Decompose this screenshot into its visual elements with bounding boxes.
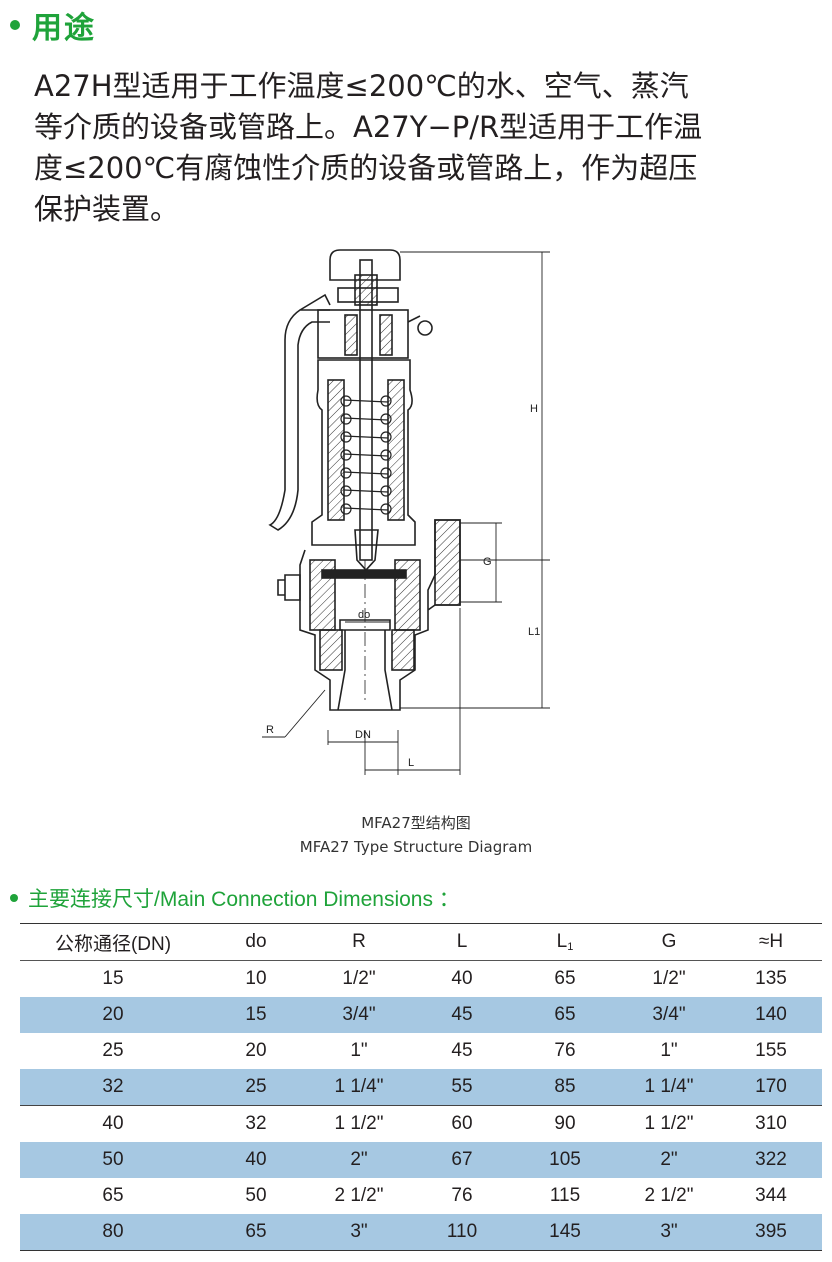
label-L: L [408,757,414,769]
cell-r: 1 1/4" [306,1069,412,1106]
header-r: R [352,931,366,952]
cell-l: 45 [412,997,512,1033]
label-G: G [483,556,492,568]
cell-h: 322 [720,1142,822,1178]
table-row: 65 50 2 1/2" 76 115 2 1/2" 344 [20,1178,822,1214]
cell-r: 3/4" [306,997,412,1033]
cell-g: 3/4" [618,997,720,1033]
cell-do: 40 [206,1142,306,1178]
label-do: do [358,609,370,621]
cell-l: 67 [412,1142,512,1178]
cell-dn: 32 [20,1069,206,1106]
label-R: R [266,724,274,736]
cell-do: 20 [245,1040,267,1061]
usage-heading: 用途 [10,4,96,46]
cell-do: 15 [206,997,306,1033]
label-H: H [530,403,538,415]
header-l1-main: L [556,931,568,952]
cell-h: 395 [720,1214,822,1251]
cell-l: 40 [451,968,473,989]
cell-h: 155 [755,1040,787,1061]
cell-r: 2" [306,1142,412,1178]
cell-dn: 65 [102,1185,124,1206]
usage-description: A27H型适用于工作温度≤200℃的水、空气、蒸汽等介质的设备或管路上。A27Y… [34,69,703,226]
cell-l1: 145 [512,1214,618,1251]
header-g: G [661,931,677,952]
cell-r: 1/2" [342,968,376,989]
cell-dn: 25 [102,1040,124,1061]
cell-l: 110 [412,1214,512,1251]
cell-g: 2" [618,1142,720,1178]
cell-l1: 115 [549,1185,581,1206]
cell-h: 170 [720,1069,822,1106]
cell-l1: 90 [554,1113,576,1134]
header-l1-sub: 1 [567,941,574,953]
header-l: L [456,931,468,952]
cell-r: 1 1/2" [334,1113,384,1134]
table-header-row: 公称通径(DN) do R L L1 G ≈H [20,923,822,961]
cell-g: 1 1/4" [618,1069,720,1106]
cell-l1: 105 [512,1142,618,1178]
cell-l: 60 [451,1113,473,1134]
cell-do: 65 [206,1214,306,1251]
cell-g: 1/2" [652,968,686,989]
valve-structure-diagram: H G L1 do R DN L [262,249,550,775]
cell-h: 344 [755,1185,787,1206]
diagram-caption-cn: MFA27型结构图 [361,814,471,832]
diagram-caption-en: MFA27 Type Structure Diagram [299,838,533,856]
cell-r: 2 1/2" [334,1185,384,1206]
cell-do: 32 [245,1113,267,1134]
label-DN: DN [355,729,371,741]
cell-g: 3" [618,1214,720,1251]
bullet-icon [10,20,20,30]
header-dn: 公称通径(DN) [54,933,172,955]
dimensions-title: 主要连接尺寸/Main Connection Dimensions ： [28,888,460,911]
label-L1: L1 [528,626,540,638]
cell-l1: 85 [512,1069,618,1106]
usage-title: 用途 [32,11,96,46]
table-row: 40 32 1 1/2" 60 90 1 1/2" 310 [20,1105,822,1143]
cell-do: 50 [245,1185,267,1206]
cell-do: 10 [245,968,267,989]
cell-l: 55 [412,1069,512,1106]
cell-l1: 76 [554,1040,576,1061]
header-l1: L1 [512,924,618,961]
cell-h: 140 [720,997,822,1033]
dimensions-heading: 主要连接尺寸/Main Connection Dimensions ： [10,882,460,914]
table-row: 25 20 1" 45 76 1" 155 [20,1033,822,1069]
cell-dn: 80 [20,1214,206,1251]
cell-r: 3" [306,1214,412,1251]
bullet-icon [10,894,18,902]
header-h: ≈H [758,931,784,952]
cell-g: 1" [660,1040,678,1061]
cell-h: 135 [755,968,787,989]
cell-l1: 65 [512,997,618,1033]
cell-dn: 40 [102,1113,124,1134]
cell-g: 2 1/2" [644,1185,694,1206]
cell-h: 310 [755,1113,787,1134]
table-row: 15 10 1/2" 40 65 1/2" 135 [20,961,822,998]
cell-do: 25 [206,1069,306,1106]
cell-l: 45 [451,1040,473,1061]
cell-dn: 15 [102,968,124,989]
cell-dn: 20 [20,997,206,1033]
cell-dn: 50 [20,1142,206,1178]
cell-g: 1 1/2" [644,1113,694,1134]
cell-l: 76 [451,1185,473,1206]
cell-l1: 65 [554,968,576,989]
cell-r: 1" [350,1040,368,1061]
header-do: do [245,931,267,952]
